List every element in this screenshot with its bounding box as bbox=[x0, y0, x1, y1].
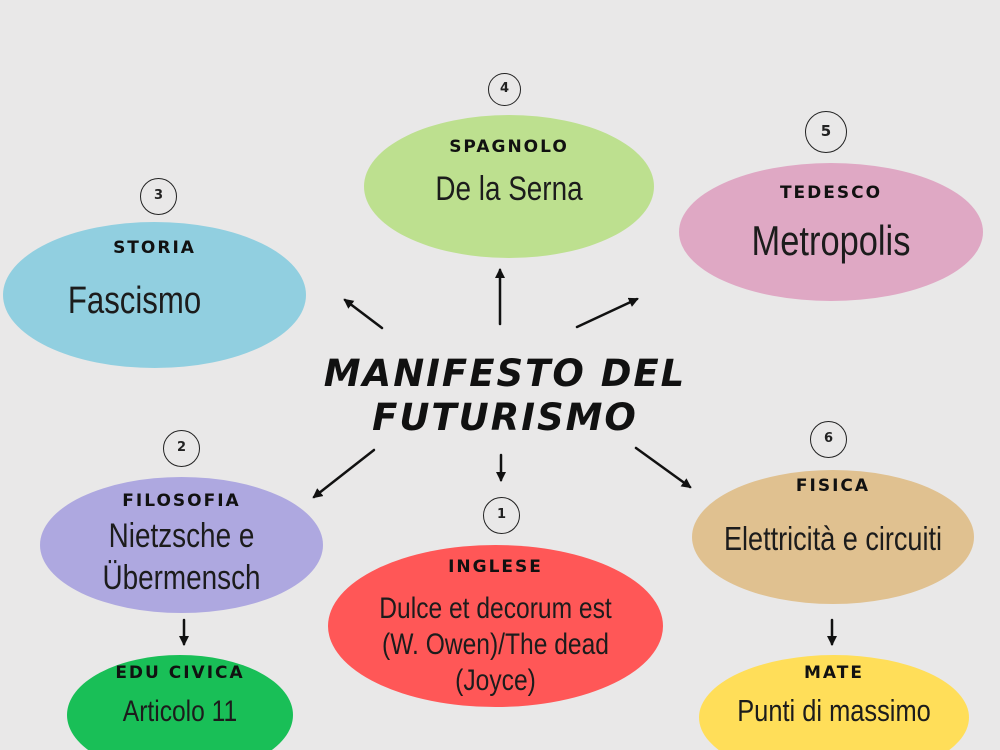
center-title-line2: FUTURISMO bbox=[372, 396, 638, 439]
center-title-line1: MANIFESTO DEL bbox=[323, 352, 687, 395]
node-inglese-topic-line2: (W. Owen)/The dead bbox=[382, 628, 609, 661]
node-fisica: FISICA Elettricità e circuiti bbox=[692, 470, 974, 604]
node-filosofia: FILOSOFIA Nietzsche e Übermensch bbox=[40, 477, 323, 613]
node-edu-civica: EDU CIVICA Articolo 11 bbox=[67, 655, 293, 750]
badge-fisica: 6 bbox=[810, 421, 847, 458]
arrow-to-filosofia bbox=[312, 448, 376, 499]
node-filosofia-subject: FILOSOFIA bbox=[122, 491, 241, 511]
node-inglese-topic: Dulce et decorum est (W. Owen)/The dead … bbox=[358, 591, 633, 699]
node-tedesco-subject: TEDESCO bbox=[779, 183, 883, 203]
node-storia-topic: Fascismo bbox=[67, 280, 202, 322]
node-spagnolo-subject: SPAGNOLO bbox=[449, 137, 569, 157]
node-inglese-topic-line1: Dulce et decorum est bbox=[379, 592, 612, 625]
node-inglese: INGLESE Dulce et decorum est (W. Owen)/T… bbox=[328, 545, 663, 707]
node-spagnolo-topic: De la Serna bbox=[435, 170, 583, 208]
node-mate-subject: MATE bbox=[804, 663, 864, 683]
node-edu-civica-topic: Articolo 11 bbox=[122, 695, 238, 728]
node-filosofia-topic-line2: Übermensch bbox=[102, 559, 261, 597]
node-tedesco: TEDESCO Metropolis bbox=[679, 163, 983, 301]
node-fisica-subject: FISICA bbox=[795, 476, 871, 496]
arrow-to-tedesco bbox=[575, 297, 639, 329]
node-spagnolo: SPAGNOLO De la Serna bbox=[364, 115, 654, 258]
node-storia-subject: STORIA bbox=[113, 238, 196, 258]
arrow-to-fisica bbox=[634, 446, 692, 489]
badge-tedesco: 5 bbox=[805, 111, 847, 153]
node-storia: STORIA Fascismo bbox=[3, 222, 306, 368]
node-filosofia-topic: Nietzsche e Übermensch bbox=[65, 515, 297, 599]
badge-inglese: 1 bbox=[483, 497, 520, 534]
badge-storia: 3 bbox=[140, 178, 177, 215]
node-inglese-topic-line3: (Joyce) bbox=[455, 664, 536, 697]
node-tedesco-topic: Metropolis bbox=[751, 217, 911, 264]
center-title: MANIFESTO DEL FUTURISMO bbox=[300, 352, 710, 440]
badge-spagnolo: 4 bbox=[488, 73, 521, 106]
node-mate: MATE Punti di massimo bbox=[699, 655, 969, 750]
badge-filosofia: 2 bbox=[163, 430, 200, 467]
node-inglese-subject: INGLESE bbox=[448, 557, 543, 577]
node-mate-topic: Punti di massimo bbox=[737, 693, 931, 728]
node-filosofia-topic-line1: Nietzsche e bbox=[108, 517, 255, 555]
node-fisica-topic: Elettricità e circuiti bbox=[723, 520, 943, 557]
node-edu-civica-subject: EDU CIVICA bbox=[115, 663, 245, 683]
arrow-to-storia bbox=[343, 298, 384, 330]
